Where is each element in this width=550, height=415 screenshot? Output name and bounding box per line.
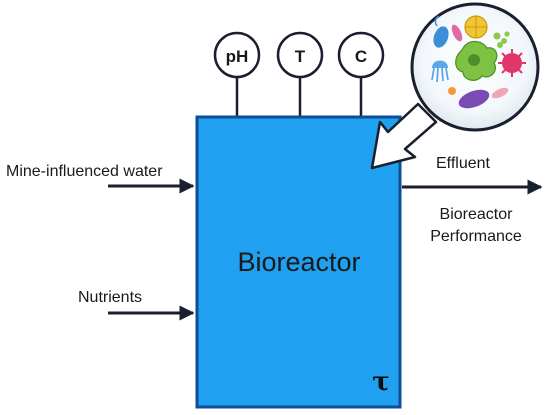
ph-sensor: pH: [213, 31, 261, 79]
bioreactor-vessel: [195, 115, 402, 409]
microbe-pointer-arrow: [370, 102, 438, 170]
microbial-community-icon: [410, 2, 540, 132]
nutrients-label: Nutrients: [78, 289, 142, 306]
temperature-sensor: T: [276, 31, 324, 79]
tau-symbol: τ: [372, 367, 390, 397]
concentration-sensor-label: C: [355, 47, 367, 66]
temperature-sensor-label: T: [295, 47, 306, 66]
bioreactor-label: Bioreactor: [237, 247, 360, 277]
performance-label-line1: Bioreactor: [440, 206, 514, 223]
concentration-sensor: C: [337, 31, 385, 79]
effluent-label: Effluent: [436, 155, 491, 172]
performance-label-line2: Performance: [430, 228, 522, 245]
mine-water-label: Mine-influenced water: [6, 163, 163, 180]
ph-sensor-label: pH: [226, 47, 249, 66]
